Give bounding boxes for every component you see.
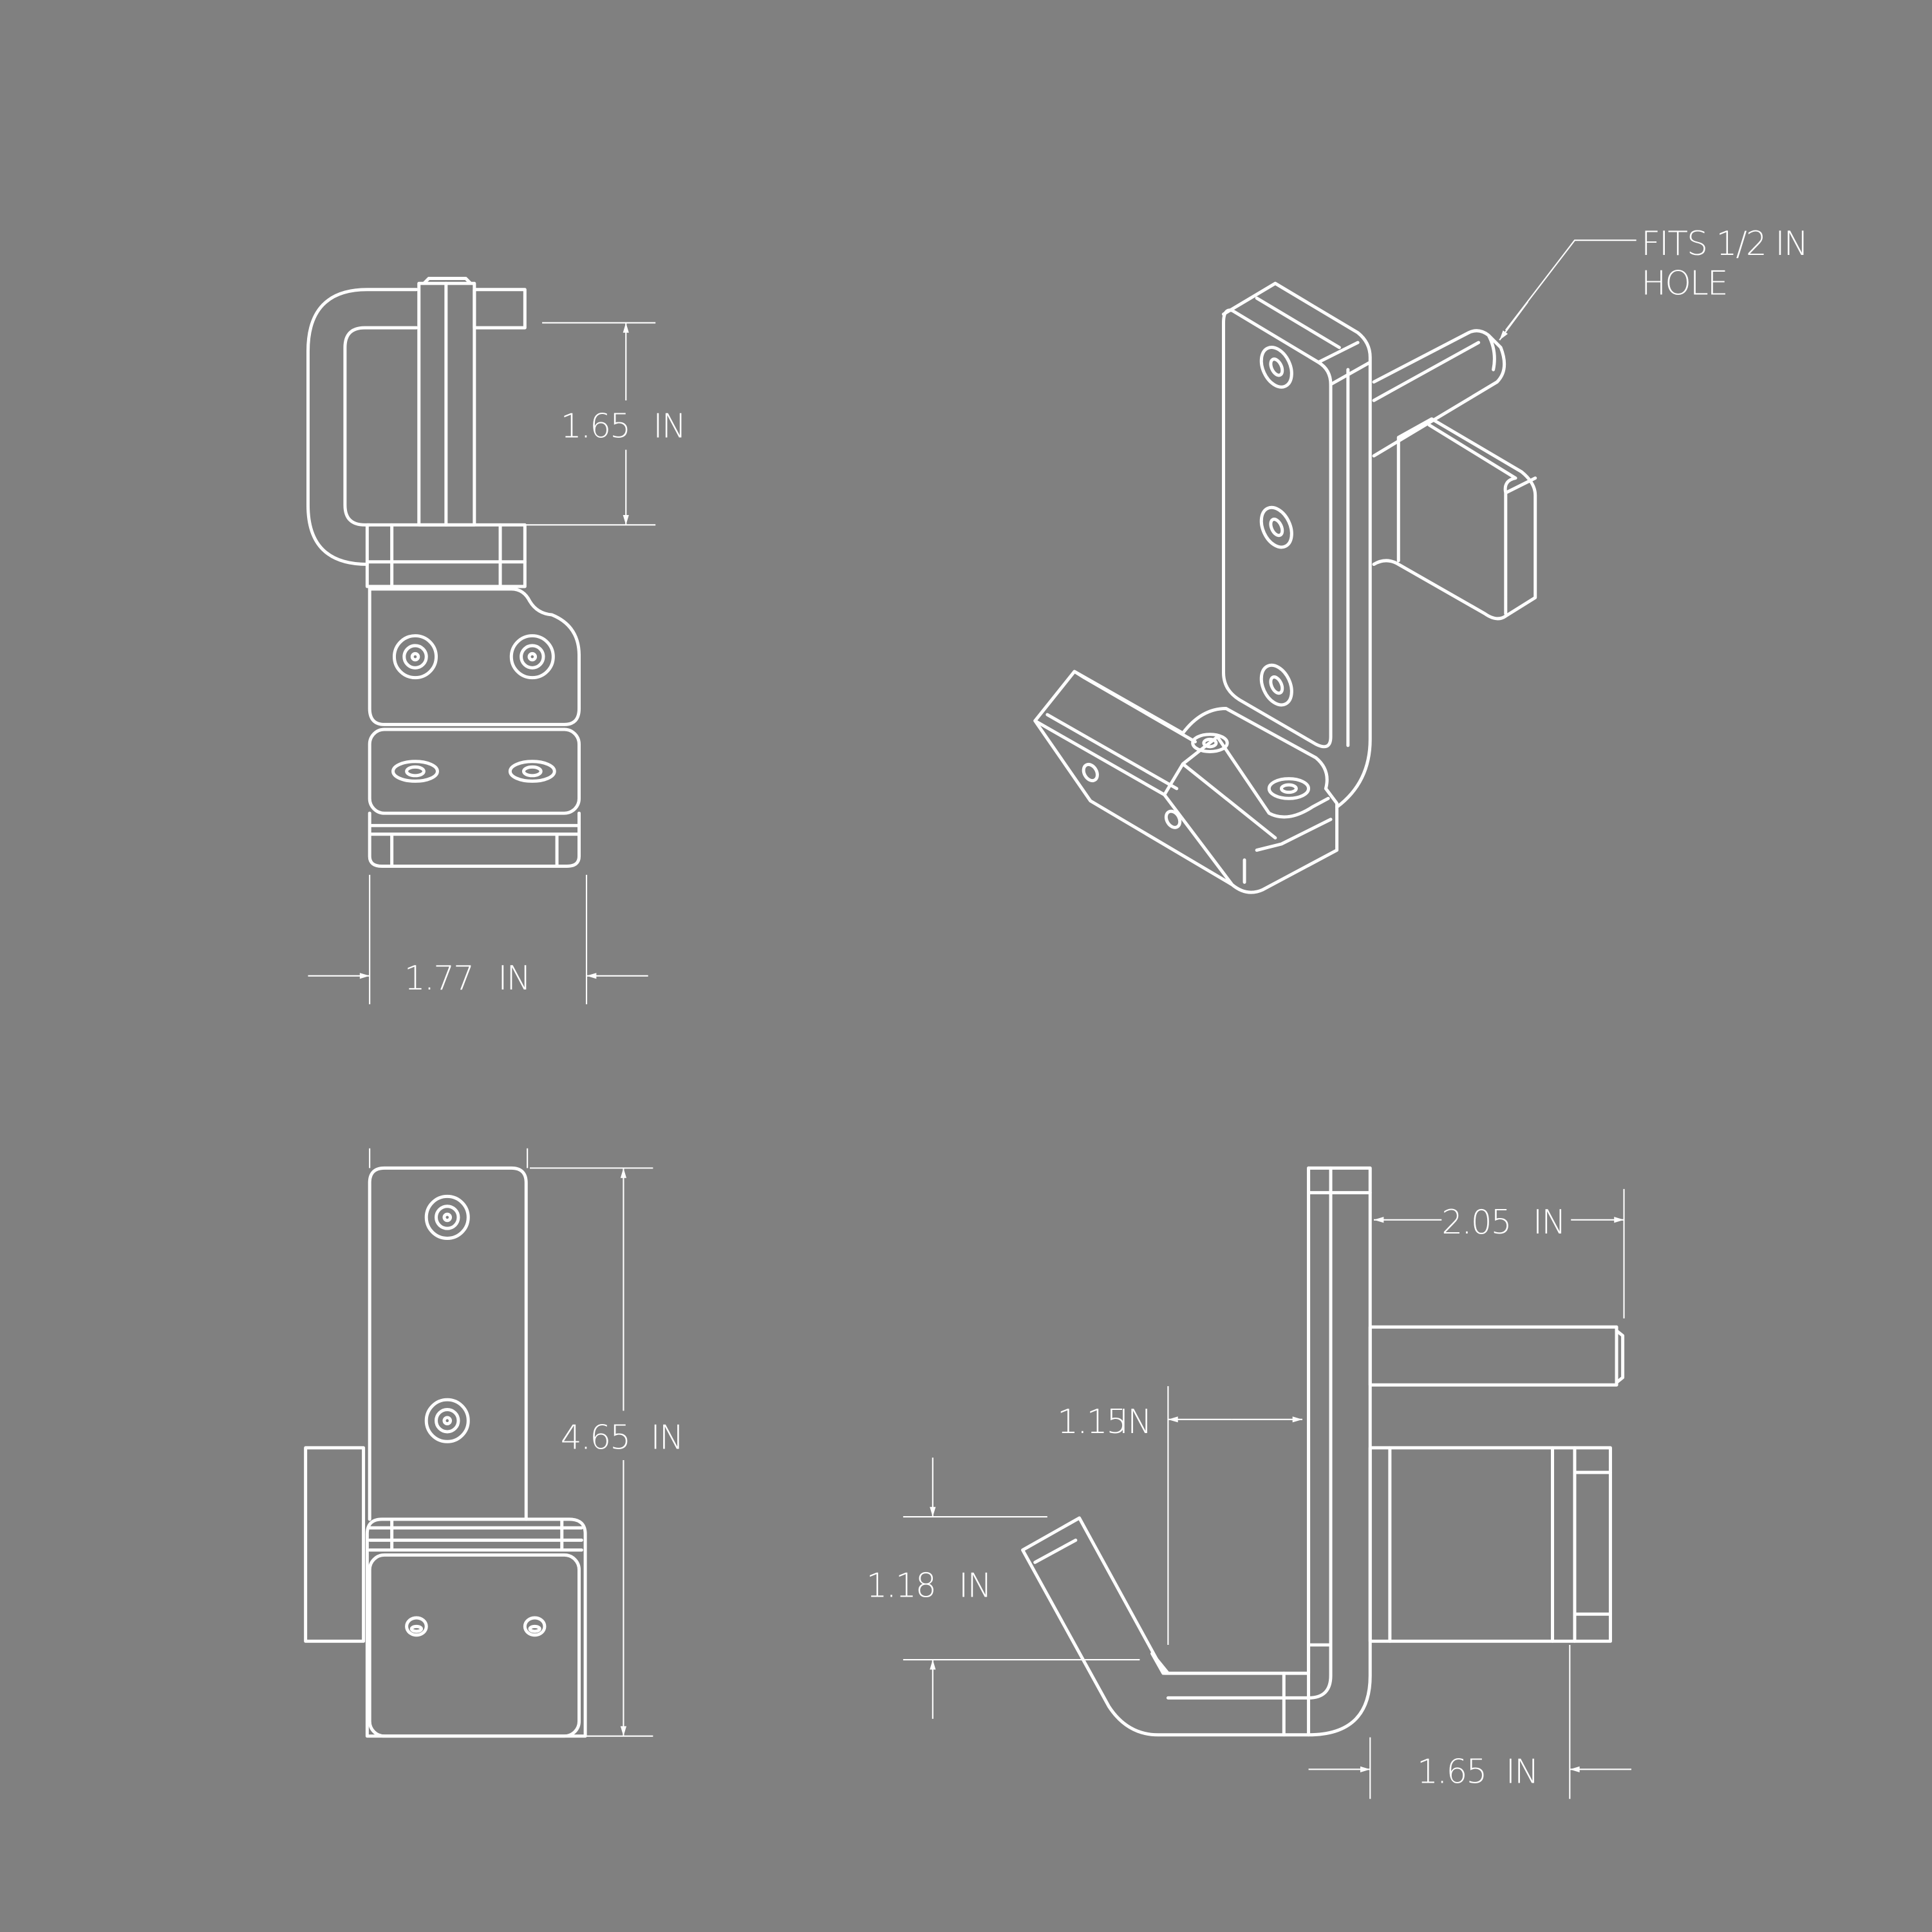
callout-text: HOLE [1641, 264, 1727, 303]
side-view: 2.05 IN 1.15 IN 1.18 IN 1.65 IN [866, 1166, 1632, 1799]
spacer-block [1368, 1446, 1612, 1643]
screw-hole-icon [405, 1616, 428, 1637]
pin [1368, 1325, 1618, 1387]
pin-end [473, 288, 527, 330]
screw-hole-icon [1259, 663, 1293, 707]
dimension-value: 1.65 [1417, 1752, 1486, 1791]
screw-hole-icon [523, 1616, 547, 1637]
dimension-value: 1.18 [866, 1566, 935, 1605]
handle-loop [306, 288, 418, 567]
screw-hole-icon [1259, 346, 1293, 389]
iso-hook [1033, 670, 1339, 894]
dimension-unit: IN [959, 1566, 991, 1605]
dimension-value: 1.15 [1057, 1403, 1126, 1441]
iso-block [1372, 417, 1537, 621]
dimension-unit: IN [498, 959, 530, 998]
screw-hole-icon [509, 634, 555, 680]
back-view: 4.65 IN [304, 1148, 684, 1738]
side-block [304, 1446, 366, 1643]
dimension-value: 4.65 [561, 1419, 630, 1458]
iso-plate [1222, 308, 1333, 749]
neck-block [365, 523, 527, 588]
screw-hole-icon [391, 760, 439, 783]
dimension-value: 2.05 [1441, 1203, 1510, 1242]
mount-plate [368, 1166, 528, 1521]
hook-face [368, 1553, 581, 1738]
screw-hole-icon [1267, 777, 1311, 800]
callout-text: FITS 1/2 IN [1641, 225, 1807, 263]
dimension-unit: IN [653, 407, 685, 445]
dimension-value: 1.65 [561, 407, 630, 445]
screw-hole-icon [424, 1398, 470, 1443]
dimension-unit: IN [651, 1419, 683, 1458]
iso-pin [1372, 329, 1506, 458]
dimension-unit: IN [1533, 1203, 1565, 1242]
upper-plate [368, 587, 581, 726]
screw-hole-icon [1191, 733, 1229, 753]
screw-hole-icon [508, 760, 556, 783]
screw-hole-icon [424, 1194, 470, 1240]
screw-hole-icon [1259, 505, 1293, 549]
screw-hole-icon [392, 634, 438, 680]
isometric-view: FITS 1/2 IN HOLE [1033, 225, 1808, 894]
dimension-unit: IN [1119, 1403, 1151, 1441]
lower-plate [368, 727, 581, 815]
front-view: 1.65 IN 1.77 IN [306, 277, 686, 1004]
dimension-value: 1.77 [404, 959, 473, 998]
dimension-unit: IN [1506, 1752, 1538, 1791]
